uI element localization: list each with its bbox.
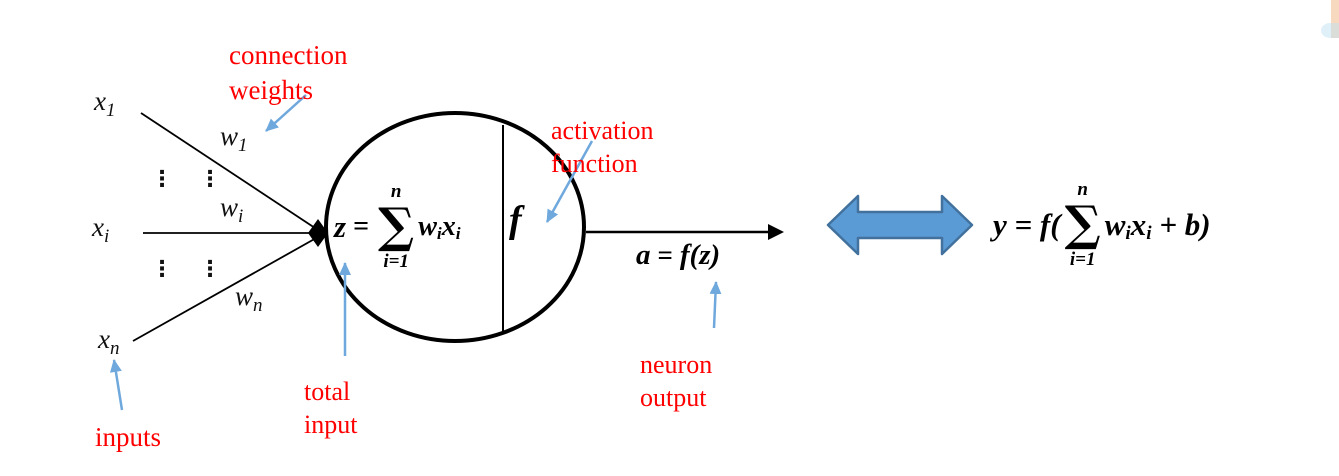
output-arrowhead-icon <box>768 224 784 240</box>
input-x1: x1 <box>94 86 115 120</box>
total-input-formula: z = n ∑ i=1 wixi <box>334 160 461 294</box>
equation-term-w-sub: i <box>1125 223 1131 245</box>
total-input-line1: total <box>304 377 351 406</box>
ellipsis-dots-upper: ⋮ ⋮ <box>151 169 221 191</box>
input-xi-base: x <box>92 212 104 242</box>
activation-symbol-f: f <box>509 199 522 241</box>
sigma-lower-limit: i=1 <box>383 250 409 272</box>
weight-w1-base: w <box>220 121 239 151</box>
input-xn: xn <box>98 324 119 358</box>
formula-equals: = <box>353 211 370 242</box>
input-xi-sub: i <box>103 226 110 247</box>
equation-sigma: n ∑ i=1 <box>1065 179 1101 270</box>
vdots-icon: ⋮ <box>151 257 173 282</box>
neuron-output-label: neuron output <box>640 348 712 414</box>
neuron-circle <box>324 111 586 343</box>
weight-wn: wn <box>235 281 263 315</box>
total-input-label: total input <box>304 375 357 441</box>
connection-weights-arrow-icon <box>265 94 307 132</box>
neuron-output-line1: neuron <box>640 350 713 379</box>
equation-sigma-upper-limit: n <box>1077 179 1088 201</box>
corner-artifact <box>1331 0 1339 38</box>
output-equals: = <box>657 240 673 270</box>
weight-wi-sub: i <box>238 206 244 227</box>
ellipsis-dots-lower: ⋮ ⋮ <box>151 259 221 281</box>
activation-function-arrow-icon <box>545 140 594 223</box>
output-a: a <box>636 239 651 271</box>
input-xi: xi <box>92 212 109 246</box>
equation-term-x-sub: i <box>1146 223 1152 245</box>
neuron-output-line2: output <box>640 383 707 412</box>
weight-wi-base: w <box>220 192 239 222</box>
summing-junction-diamond <box>308 219 328 247</box>
input-xn-base: x <box>98 324 110 354</box>
term-x: x <box>441 211 456 242</box>
connection-line-x1 <box>140 112 319 231</box>
equation-sigma-lower-limit: i=1 <box>1069 248 1096 270</box>
weight-wn-sub: n <box>253 295 263 316</box>
connection-weights-line2: weights <box>229 75 313 105</box>
equivalence-double-arrow-icon <box>826 194 974 256</box>
activation-function-line2: function <box>551 149 638 178</box>
term-w-sub: i <box>436 223 442 243</box>
sigma-upper-limit: n <box>390 181 402 203</box>
vdots-icon: ⋮ <box>199 167 221 192</box>
neuron-output-arrow-icon <box>709 281 722 329</box>
vdots-icon: ⋮ <box>151 167 173 192</box>
sigma-icon: ∑ <box>378 198 415 255</box>
vdots-icon: ⋮ <box>199 257 221 282</box>
term-w: w <box>418 211 437 242</box>
equation-sigma-icon: ∑ <box>1064 196 1101 253</box>
term-x-sub: i <box>455 223 461 243</box>
equation-term-x: x <box>1130 207 1147 242</box>
neuron-equation: y = f( n ∑ i=1 wixi + b) <box>993 155 1211 295</box>
connection-line-xn <box>132 236 319 342</box>
equation-post: + b) <box>1151 207 1211 242</box>
input-x1-base: x <box>94 86 106 116</box>
activation-function-line1: activation <box>551 116 654 145</box>
formula-terms: wixi <box>418 211 460 243</box>
equation-terms: wixi + b) <box>1105 207 1211 243</box>
equation-pre: y = f( <box>993 207 1061 242</box>
weight-wi: wi <box>220 192 243 226</box>
corner-artifact <box>1321 23 1339 38</box>
inputs-label: inputs <box>95 422 162 452</box>
weight-wn-base: w <box>235 281 254 311</box>
connection-weights-line1: connection <box>229 40 348 70</box>
formula-sigma: n ∑ i=1 <box>378 181 414 272</box>
output-formula: a = f(z) <box>636 239 720 272</box>
connection-weights-label: connection weights <box>229 38 347 108</box>
inputs-arrow-icon <box>109 359 124 411</box>
output-fz: f(z) <box>679 239 721 271</box>
weight-w1-sub: 1 <box>238 135 248 156</box>
activation-function-label: activation function <box>551 114 654 180</box>
input-xn-sub: n <box>109 338 120 359</box>
formula-z: z <box>334 209 347 244</box>
weight-w1: w1 <box>220 121 248 155</box>
input-x1-sub: 1 <box>105 100 116 121</box>
equation-term-w: w <box>1104 207 1126 242</box>
total-input-line2: input <box>304 410 358 439</box>
